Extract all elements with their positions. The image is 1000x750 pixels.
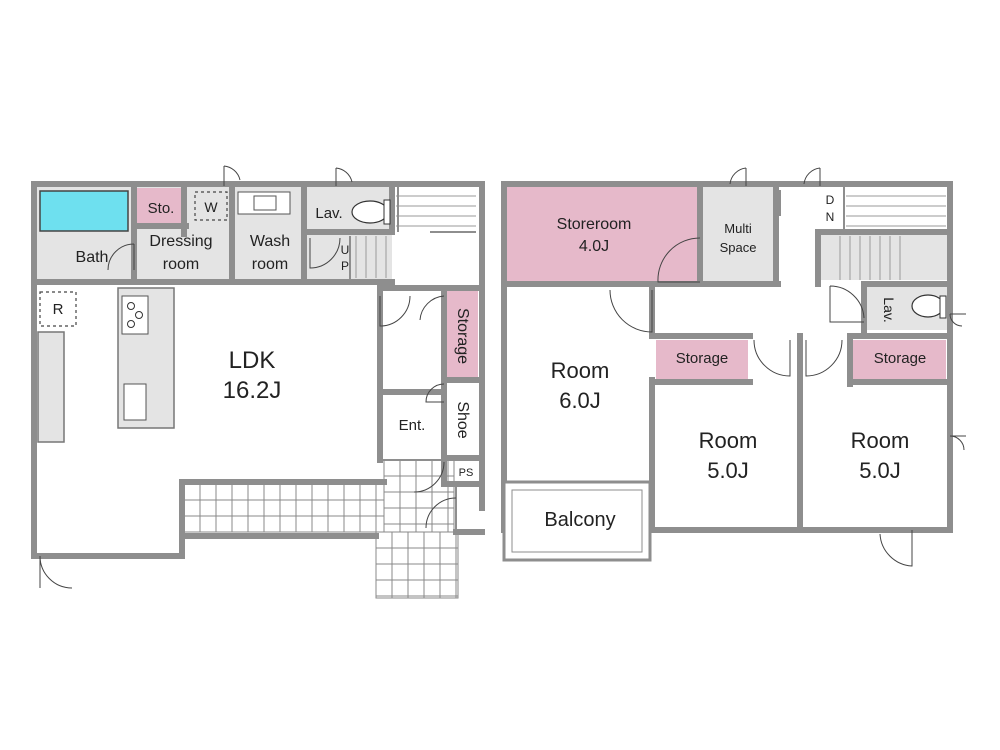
terrace-grid — [184, 484, 384, 532]
door-storeroom — [657, 237, 701, 283]
door-bath — [107, 243, 135, 271]
lav-label: Lav. — [315, 205, 342, 222]
multi-fill — [702, 186, 776, 282]
lav2-label-vertical: Lav. — [881, 297, 897, 322]
wash-label-1: Wash — [250, 233, 290, 250]
window-2 — [530, 190, 781, 531]
labels: Sto. W Bath Dressing room Wash room Lav.… — [53, 193, 927, 531]
dn-label-n: N — [826, 210, 835, 224]
window-1 — [188, 279, 340, 483]
room2-label-2: 5.0J — [707, 458, 749, 483]
ldk-label-1: LDK — [229, 347, 276, 374]
stairs-floor1 — [349, 186, 476, 280]
up-label-p: P — [341, 259, 349, 273]
floor1-interior-walls — [31, 181, 485, 487]
sto-label: Sto. — [148, 200, 175, 217]
room3-label-2: 5.0J — [859, 458, 901, 483]
storeroom-fill — [506, 186, 700, 282]
stair-zone — [304, 232, 392, 280]
multi-label-1: Multi — [724, 221, 752, 236]
sto-fill — [136, 188, 186, 224]
toilet-tank — [939, 295, 947, 319]
wash-basin-bowl — [253, 195, 277, 211]
door-storage2 — [805, 339, 843, 377]
storeroom-label-1: Storeroom — [557, 216, 632, 233]
burner-icon — [135, 311, 143, 319]
door-storage2 — [419, 295, 445, 321]
wash-label-2: room — [252, 256, 288, 273]
door-side — [949, 435, 966, 451]
door-storage1 — [753, 339, 791, 377]
room3-label-1: Room — [851, 428, 910, 453]
storage-fill — [446, 290, 478, 380]
dn-label-d: D — [826, 193, 835, 207]
burner-icon — [127, 302, 135, 310]
door-side2 — [949, 313, 966, 327]
w-label: W — [204, 199, 218, 215]
door-top4 — [803, 167, 821, 186]
porch-tiles — [375, 531, 459, 599]
balcony-inner — [511, 489, 643, 553]
storage2-label: Storage — [874, 350, 927, 367]
storeroom-label-2: 4.0J — [579, 238, 609, 255]
storage1-label: Storage — [676, 350, 729, 367]
door-lav2 — [829, 285, 865, 323]
floor-1 — [31, 165, 485, 599]
room1-label-2: 6.0J — [559, 388, 601, 413]
dressing-label-2: room — [163, 256, 199, 273]
toilet-icon — [351, 200, 389, 224]
fridge-space — [39, 291, 77, 327]
room2-label-1: Room — [699, 428, 758, 453]
dressing-label-1: Dressing — [149, 233, 212, 250]
up-label-u: U — [341, 243, 350, 257]
balcony — [502, 480, 652, 562]
toilet-icon — [911, 294, 945, 318]
door-lav — [309, 237, 341, 269]
entrance-wall — [380, 459, 457, 534]
balcony-label: Balcony — [544, 509, 615, 531]
door-room1 — [609, 289, 653, 333]
door-ent2 — [425, 497, 457, 529]
ps-label: PS — [459, 467, 474, 479]
storage2-fill — [852, 340, 946, 382]
shoe-label-vertical: Shoe — [454, 401, 471, 438]
door-exterior2 — [879, 530, 913, 567]
stairs-floor2 — [839, 186, 948, 280]
door-top2 — [335, 167, 353, 186]
r-label: R — [53, 301, 64, 318]
sink — [123, 383, 147, 421]
door-top — [223, 165, 241, 186]
ent-label: Ent. — [399, 417, 426, 434]
storage-label-vertical: Storage — [454, 308, 471, 364]
door-top3 — [729, 167, 747, 186]
floor1-outer-wall — [31, 181, 485, 559]
porch-grid — [376, 532, 458, 598]
toilet-tank — [383, 199, 391, 225]
terrace-tiles — [183, 483, 385, 533]
multi-label-2: Space — [720, 240, 757, 255]
ldk-label-2: 16.2J — [223, 377, 282, 404]
storage1-fill — [656, 340, 748, 382]
door-ent — [413, 461, 445, 493]
door-storage — [379, 295, 411, 327]
door-exterior — [39, 555, 73, 589]
floor-2 — [501, 167, 966, 567]
bath-label: Bath — [76, 249, 109, 266]
floor2-outer-wall — [501, 181, 953, 533]
bathtub — [39, 190, 129, 232]
back-counter — [37, 331, 65, 443]
room1-label-1: Room — [551, 358, 610, 383]
burner-icon — [127, 320, 135, 328]
door-shoe — [425, 383, 445, 403]
stair2-fill — [818, 232, 948, 280]
